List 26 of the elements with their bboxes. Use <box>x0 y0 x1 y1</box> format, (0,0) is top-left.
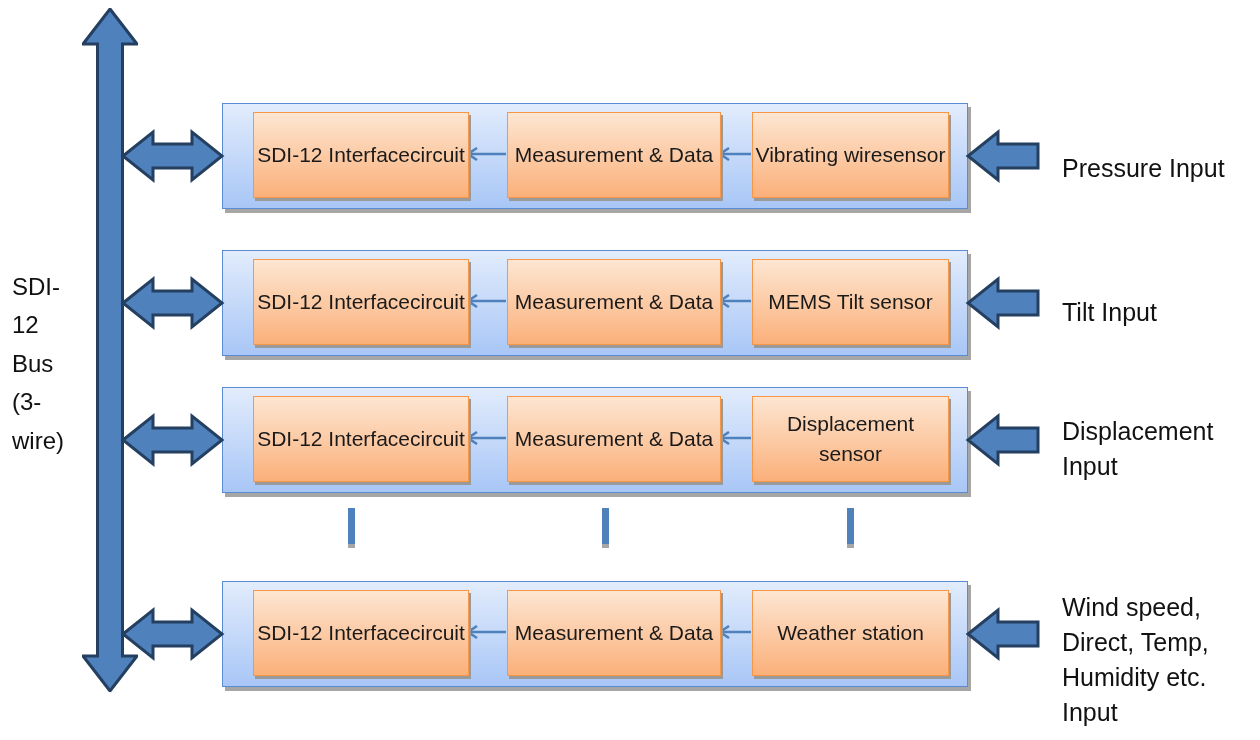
double-arrow <box>120 128 225 184</box>
block-label: Vibrating wiresensor <box>755 141 946 168</box>
double-arrow <box>120 275 225 331</box>
bus-label: SDI-12 Bus (3-wire) <box>12 272 65 456</box>
block-label: Measurement & Data <box>514 425 714 452</box>
input-label: Pressure Input <box>1062 152 1225 184</box>
double-arrow <box>120 412 225 468</box>
block-label: Measurement & Data <box>514 288 714 315</box>
block-arrow <box>965 412 1040 468</box>
bus-double-arrow <box>82 8 138 692</box>
block-label: SDI-12 Interfacecircuit <box>257 141 465 168</box>
block-label: Weather station <box>777 619 924 646</box>
block-label: SDI-12 Interfacecircuit <box>257 288 465 315</box>
block-label: SDI-12 Interfacecircuit <box>257 425 465 452</box>
block-arrow <box>965 128 1040 184</box>
block-label: Displacement sensor <box>785 410 916 467</box>
block-arrow <box>965 606 1040 662</box>
input-label: Displacement Input <box>1062 416 1215 482</box>
input-label: Wind speed, Direct, Temp, Humidity etc. Input <box>1062 592 1210 728</box>
block-label: SDI-12 Interfacecircuit <box>257 619 465 646</box>
block-arrow <box>965 275 1040 331</box>
block-label: MEMS Tilt sensor <box>768 288 933 315</box>
block-label: Measurement & Data <box>514 619 714 646</box>
double-arrow <box>120 606 225 662</box>
input-label: Tilt Input <box>1062 296 1157 328</box>
block-label: Measurement & Data <box>514 141 714 168</box>
